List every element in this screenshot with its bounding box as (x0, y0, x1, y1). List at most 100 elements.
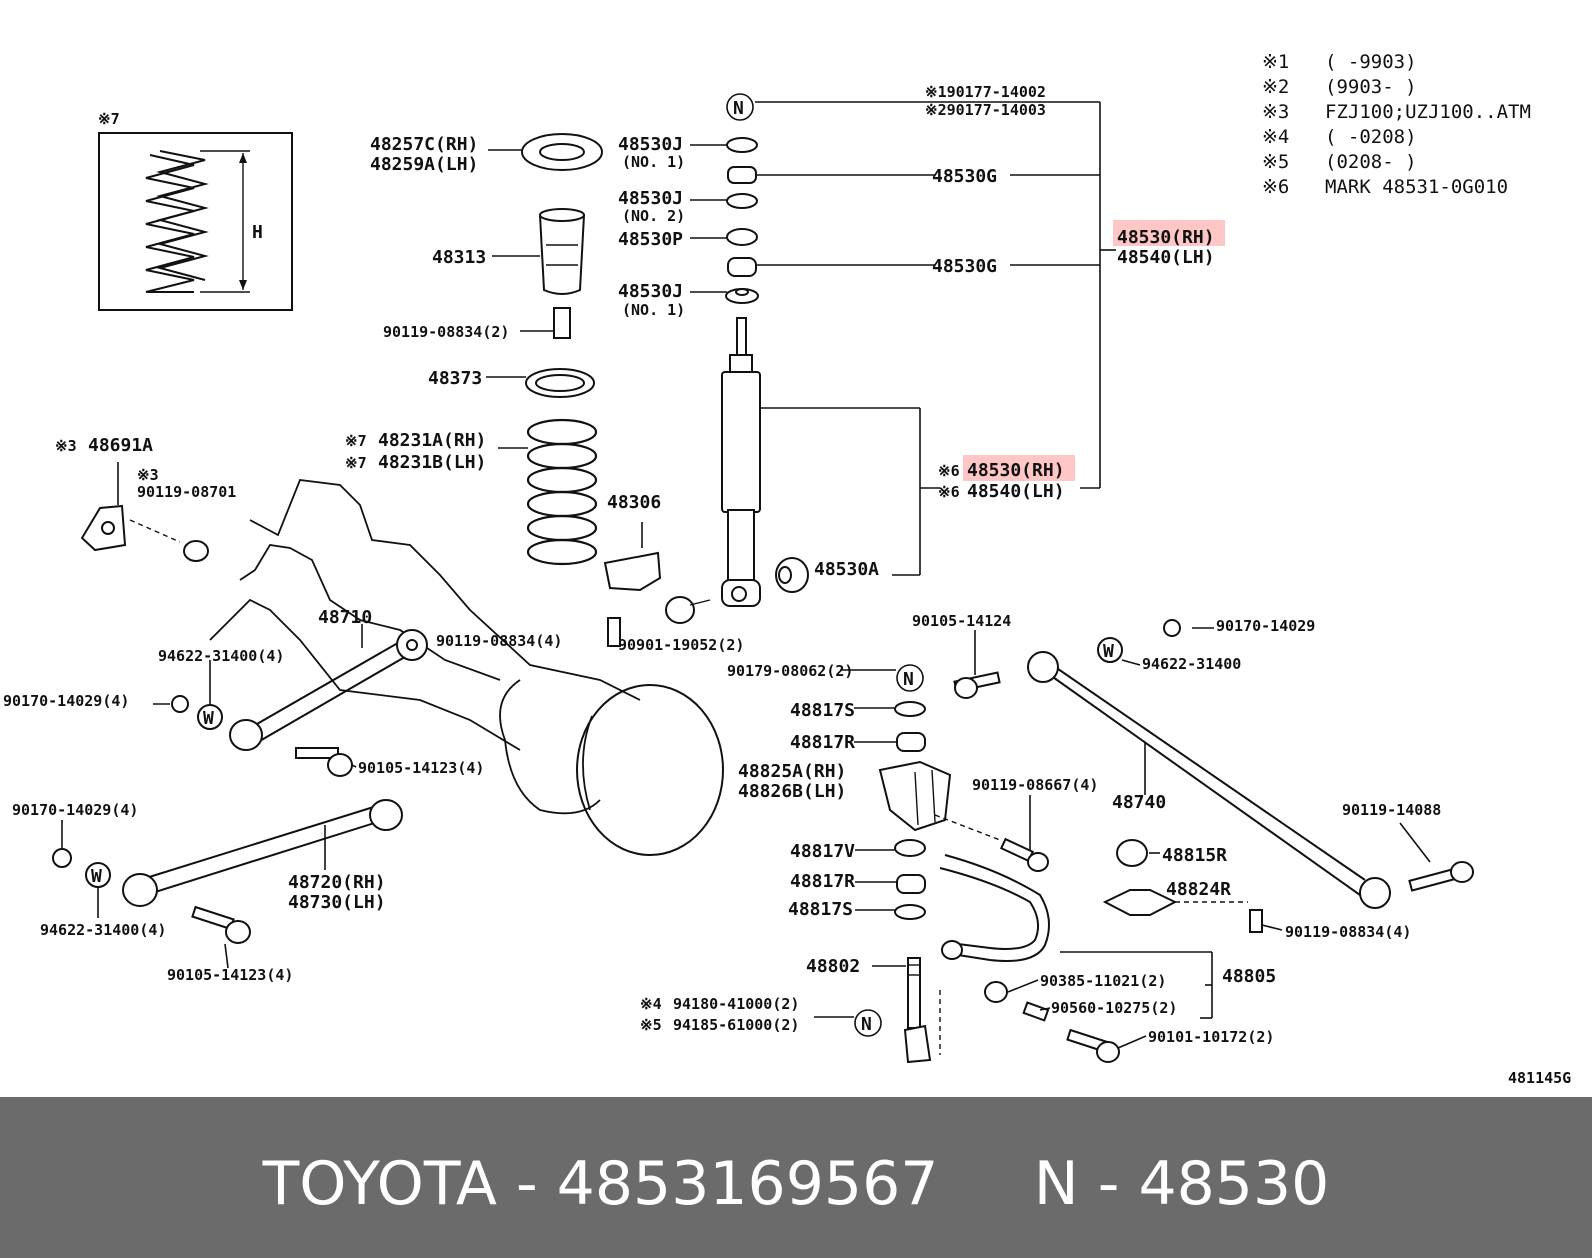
note-2-mark: ※2 (1262, 76, 1289, 98)
highlight-48530-mid (963, 455, 1075, 481)
label-90119-08834-c: 90119-08834(4) (1285, 923, 1411, 941)
label-48817r-a: 48817R (790, 732, 855, 753)
label-90560-10275: 90560-10275(2) (1051, 999, 1177, 1017)
label-90179-08062: 90179-08062(2) (727, 662, 853, 680)
label-94180-41000: 94180-41000(2) (673, 995, 799, 1013)
label-90119-08834-a: 90119-08834(2) (383, 323, 509, 341)
note-5-text: (0208- ) (1325, 151, 1417, 173)
svg-text:W: W (203, 708, 214, 729)
note-6-mark: ※6 (1262, 176, 1289, 198)
label-90119-08701: 90119-08701 (137, 483, 236, 501)
label-48373: 48373 (428, 368, 482, 389)
spring-height-inset: ※7 H (98, 110, 293, 311)
label-48826b: 48826B(LH) (738, 781, 846, 802)
label-48825a: 48825A(RH) (738, 761, 846, 782)
label-94185-61000: 94185-61000(2) (673, 1016, 799, 1034)
label-mark7-b: ※7 (345, 454, 367, 472)
washer-marks: W W W (91, 641, 1114, 887)
label-48817r-b: 48817R (790, 871, 855, 892)
label-48805: 48805 (1222, 966, 1276, 987)
leader-lines-labels (153, 144, 1283, 1049)
note-1-mark: ※1 (1262, 51, 1289, 73)
label-mark3-a: ※3 (55, 437, 77, 455)
label-90119-08667: 90119-08667(4) (972, 776, 1098, 794)
svg-text:W: W (1103, 641, 1114, 662)
label-90105-14123-a: 90105-14123(4) (358, 759, 484, 777)
footer-title: TOYOTA - 4853169567 N - 48530 (262, 1149, 1330, 1219)
label-48720: 48720(RH) (288, 872, 386, 893)
inset-dimension-label: H (252, 222, 263, 243)
label-mark7-a: ※7 (345, 432, 367, 450)
part-labels: ※190177-14002 ※290177-14003 48257C(RH) 4… (3, 83, 1571, 1087)
svg-text:N: N (733, 98, 744, 119)
coil-spring (526, 418, 598, 566)
upper-spring-seat (521, 133, 603, 171)
label-90901-19052: 90901-19052(2) (618, 636, 744, 654)
note-4-text: ( -0208) (1325, 126, 1417, 148)
inset-mark: ※7 (98, 110, 120, 128)
nut-mark-top: N (726, 93, 754, 121)
note-2-text: (9903- ) (1325, 76, 1417, 98)
stabilizer-parts: N N (854, 664, 1263, 1064)
label-48231a: 48231A(RH) (378, 430, 486, 451)
diagram-svg: ※1 ( -9903) ※2 (9903- ) ※3 FZJ100;UZJ100… (3, 51, 1571, 1087)
spring-insulator (525, 368, 595, 398)
label-mark3-b: ※3 (137, 466, 159, 484)
label-48530g-b: 48530G (932, 256, 997, 277)
shock-absorber (721, 317, 809, 607)
note-5-mark: ※5 (1262, 151, 1289, 173)
note-3-text: FZJ100;UZJ100..ATM (1325, 101, 1531, 123)
note-4-mark: ※4 (1262, 126, 1289, 148)
label-48530j-c: 48530J (618, 281, 683, 302)
label-48740: 48740 (1112, 792, 1166, 813)
label-no1-c: (NO. 1) (622, 301, 685, 319)
label-90119-08834-b: 90119-08834(4) (436, 632, 562, 650)
shock-upper-parts (725, 137, 759, 304)
svg-text:W: W (91, 866, 102, 887)
parts-diagram: ※1 ( -9903) ※2 (9903- ) ※3 FZJ100;UZJ100… (3, 51, 1572, 1087)
label-90170-14029-a: 90170-14029(4) (3, 692, 129, 710)
bracket-48306 (603, 522, 711, 647)
label-90177-14002: ※190177-14002 (925, 83, 1046, 101)
label-mark4: ※4 (640, 995, 662, 1013)
label-90170-14029-r: 90170-14029 (1216, 617, 1315, 635)
lateral-control-rod (1027, 619, 1474, 909)
label-48530-rh-mid: 48530(RH) (967, 460, 1065, 481)
label-mark6-a: ※6 (938, 462, 960, 480)
label-90119-14088: 90119-14088 (1342, 801, 1441, 819)
label-90105-14123-b: 90105-14123(4) (167, 966, 293, 984)
label-48530j-a: 48530J (618, 134, 683, 155)
label-mark5: ※5 (640, 1016, 662, 1034)
label-48540-lh-mid: 48540(LH) (967, 481, 1065, 502)
label-48530j-b: 48530J (618, 188, 683, 209)
label-48306: 48306 (607, 492, 661, 513)
svg-text:N: N (861, 1014, 872, 1035)
notes-legend: ※1 ( -9903) ※2 (9903- ) ※3 FZJ100;UZJ100… (1262, 51, 1531, 198)
diagram-code: 481145G (1508, 1069, 1571, 1087)
leader-lines-top (755, 101, 1116, 576)
mount-48691a (80, 462, 209, 562)
label-48313: 48313 (432, 247, 486, 268)
footer-bar: TOYOTA - 4853169567 N - 48530 (0, 1097, 1592, 1258)
label-48730: 48730(LH) (288, 892, 386, 913)
label-48815r: 48815R (1162, 845, 1227, 866)
label-48259a: 48259A(LH) (370, 154, 478, 175)
label-no2: (NO. 2) (622, 207, 685, 225)
label-90385-11021: 90385-11021(2) (1040, 972, 1166, 990)
label-90177-14003: ※290177-14003 (925, 101, 1046, 119)
label-48530g-a: 48530G (932, 166, 997, 187)
label-48257c: 48257C(RH) (370, 134, 478, 155)
label-48824r: 48824R (1166, 879, 1231, 900)
label-90170-14029-b: 90170-14029(4) (12, 801, 138, 819)
axle-housing (209, 479, 724, 856)
label-90105-14124: 90105-14124 (912, 612, 1011, 630)
label-94622-31400-a: 94622-31400(4) (158, 647, 284, 665)
label-48817s-b: 48817S (788, 899, 853, 920)
bump-stopper (538, 208, 586, 339)
label-mark6-b: ※6 (938, 483, 960, 501)
note-6-text: MARK 48531-0G010 (1325, 176, 1508, 198)
label-no1-a: (NO. 1) (622, 153, 685, 171)
label-94622-31400-r: 94622-31400 (1142, 655, 1241, 673)
label-48710: 48710 (318, 607, 372, 628)
upper-control-arm (171, 624, 428, 777)
